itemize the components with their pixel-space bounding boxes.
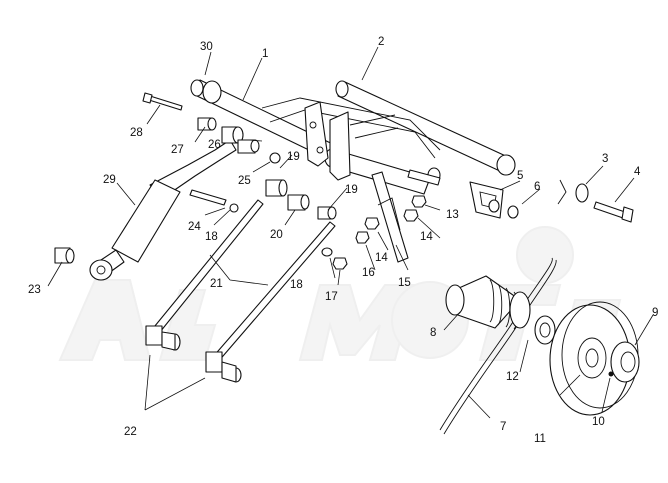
- callout-10: 10: [592, 416, 605, 428]
- clip-3: [557, 179, 589, 205]
- spring-8: [445, 275, 531, 330]
- idler-wheel-11: [549, 301, 639, 416]
- callout-1: 1: [262, 48, 268, 60]
- callout-3: 3: [602, 153, 608, 165]
- callout-19-upper: 19: [287, 151, 300, 163]
- callout-9: 9: [652, 307, 658, 319]
- callout-2: 2: [378, 36, 384, 48]
- callout-26: 26: [208, 139, 221, 151]
- left-mounting-plate: [304, 101, 329, 167]
- pin-axle-end: [407, 169, 441, 186]
- callout-25: 25: [238, 175, 251, 187]
- callout-12: 12: [506, 371, 519, 383]
- scissor-frame-bars: [261, 97, 441, 159]
- callout-24: 24: [188, 221, 201, 233]
- callout-18-lower: 18: [290, 279, 303, 291]
- callout-22: 22: [124, 426, 137, 438]
- callout-16: 16: [362, 267, 375, 279]
- leader-lines: [47, 46, 654, 419]
- callout-4: 4: [634, 166, 641, 178]
- callout-8: 8: [430, 327, 436, 339]
- callout-5: 5: [517, 170, 523, 182]
- callout-6: 6: [534, 181, 540, 193]
- callout-18-upper: 18: [205, 231, 218, 243]
- callout-7: 7: [500, 421, 506, 433]
- callout-23: 23: [28, 284, 41, 296]
- callout-27: 27: [171, 144, 184, 156]
- nuts-14-16: [355, 209, 419, 244]
- hub-cap-9: [610, 341, 640, 383]
- callout-21: 21: [210, 278, 223, 290]
- bushing-27: [197, 117, 217, 131]
- rear-cross-shaft-lower: [335, 80, 516, 176]
- callout-30: 30: [200, 41, 213, 53]
- bracket-5: [469, 181, 504, 219]
- callout-19-lower: 19: [345, 184, 358, 196]
- callout-13: 13: [446, 209, 459, 221]
- link-rod-left: [145, 199, 264, 351]
- bolt-24: [189, 189, 239, 213]
- torsion-bracket: [371, 171, 409, 263]
- bushing-28-bolt: [142, 92, 183, 111]
- bolt-13: [411, 195, 427, 208]
- bushing-23: [54, 247, 75, 264]
- callout-28: 28: [130, 127, 143, 139]
- washer-12: [534, 315, 556, 345]
- callout-20: 20: [270, 229, 283, 241]
- spacer-19-upper: [265, 179, 288, 197]
- bolt-4: [593, 201, 634, 223]
- shock-absorber: [89, 139, 237, 281]
- nut-25: [269, 152, 281, 164]
- spacer-26: [221, 126, 260, 154]
- set-screw-10: [608, 371, 614, 377]
- callout-14-right: 14: [420, 231, 433, 243]
- right-mounting-plate: [329, 111, 351, 181]
- link-rod-right: [205, 221, 336, 383]
- callout-11: 11: [534, 433, 546, 445]
- callout-17: 17: [325, 291, 338, 303]
- callout-14-left: 14: [375, 252, 388, 264]
- washers-18-17: [321, 247, 348, 270]
- washer-6: [507, 205, 519, 219]
- spacer-20: [287, 194, 337, 220]
- callout-29: 29: [103, 174, 116, 186]
- callout-15: 15: [398, 277, 411, 289]
- callout-labels: 30 1 2 3 4 5 6 7 8 9 10 11 12 13 14 14 1…: [28, 36, 658, 445]
